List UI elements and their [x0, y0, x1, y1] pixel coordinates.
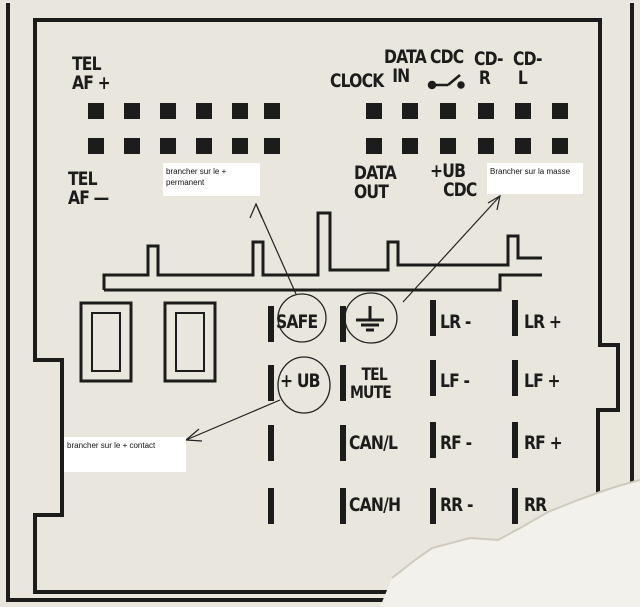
- highlight-circle-safe: [277, 293, 327, 343]
- contact-pad: [124, 103, 140, 119]
- note-permanent: brancher sur le + permanent: [163, 163, 260, 196]
- label-cd-r: CD- R: [474, 48, 503, 89]
- pin-bar: [268, 365, 274, 401]
- label-clock: CLOCK: [330, 70, 384, 92]
- pin-bar: [430, 422, 436, 458]
- pin-bar: [340, 306, 346, 342]
- contact-pad: [515, 138, 531, 154]
- contact-pad: [552, 103, 568, 119]
- pin-label-ub: + UB: [280, 370, 321, 392]
- pin-bar: [512, 488, 518, 524]
- label-data-in: DATA IN: [384, 46, 427, 87]
- outer-frame: [6, 3, 634, 602]
- latch-window-right: [163, 301, 217, 383]
- pin-label-safe: SAFE: [276, 311, 318, 333]
- highlight-circle-ground: [344, 292, 398, 344]
- latch-window-right-inner: [175, 312, 205, 372]
- label-cdc: CDC: [430, 46, 464, 68]
- ground-icon: [356, 306, 384, 332]
- note-ground: Brancher sur la masse: [487, 163, 583, 194]
- label-tel-af-plus: TEL AF +: [72, 53, 111, 94]
- pin-label-lr-plus: LR +: [524, 311, 562, 333]
- contact-pad: [124, 138, 140, 154]
- contact-pad: [440, 103, 456, 119]
- contact-pad: [160, 103, 176, 119]
- switch-icon: [427, 74, 465, 90]
- pin-label-rf-plus: RF +: [524, 432, 563, 454]
- contact-pad: [366, 138, 382, 154]
- contact-pad: [552, 138, 568, 154]
- pin-bar: [340, 365, 346, 401]
- pin-label-tel-mute: TEL MUTE: [350, 365, 392, 403]
- contact-pad: [478, 103, 494, 119]
- label-ub-cdc: +UB CDC: [430, 160, 477, 201]
- pin-bar: [268, 425, 274, 461]
- pin-label-rr: RR: [524, 494, 547, 516]
- pin-label-can-l: CAN/L: [349, 432, 398, 454]
- contact-pad: [196, 138, 212, 154]
- key-bar: [102, 211, 542, 292]
- latch-window-left: [79, 301, 133, 383]
- contact-pad: [440, 138, 456, 154]
- pin-label-lf-plus: LF +: [524, 370, 561, 392]
- pin-bar: [430, 488, 436, 524]
- pin-label-can-h: CAN/H: [349, 494, 401, 516]
- contact-pad: [515, 103, 531, 119]
- note-contact: brancher sur le + contact: [64, 437, 186, 472]
- contact-pad: [402, 103, 418, 119]
- label-data-out: DATA OUT: [354, 162, 397, 203]
- arrow-contact: [185, 399, 281, 441]
- contact-pad: [88, 103, 104, 119]
- pin-bar: [340, 488, 346, 524]
- label-tel-af-minus: TEL AF —: [68, 168, 109, 209]
- pin-bar: [512, 300, 518, 336]
- pin-bar: [268, 488, 274, 524]
- contact-pad: [264, 103, 280, 119]
- pin-bars: [268, 300, 518, 524]
- contact-pad: [402, 138, 418, 154]
- arrow-permanent: [255, 203, 297, 295]
- pin-label-lf-minus: LF -: [440, 370, 470, 392]
- contact-grid: [88, 103, 568, 154]
- contact-pad: [478, 138, 494, 154]
- pin-bar: [430, 360, 436, 396]
- pin-label-rf-minus: RF -: [440, 432, 472, 454]
- pin-label-rr-minus: RR -: [440, 494, 473, 516]
- contact-pad: [264, 138, 280, 154]
- annotation-arrows: [184, 194, 501, 442]
- pin-label-lr-minus: LR -: [440, 311, 471, 333]
- contact-pad: [88, 138, 104, 154]
- contact-pad: [232, 138, 248, 154]
- contact-pad: [232, 103, 248, 119]
- pin-bar: [340, 425, 346, 461]
- pin-bar: [268, 306, 274, 342]
- highlight-circle-ub: [277, 356, 331, 414]
- latch-window-left-inner: [91, 312, 121, 372]
- arrow-ground: [402, 195, 501, 303]
- pin-bar: [430, 300, 436, 336]
- label-cd-l: CD- L: [513, 48, 542, 89]
- torn-paper: [380, 480, 640, 607]
- contact-pad: [366, 103, 382, 119]
- pin-bar: [512, 422, 518, 458]
- contact-pad: [196, 103, 212, 119]
- torn-shadow: [391, 479, 640, 579]
- contact-pad: [160, 138, 176, 154]
- pin-bar: [512, 360, 518, 396]
